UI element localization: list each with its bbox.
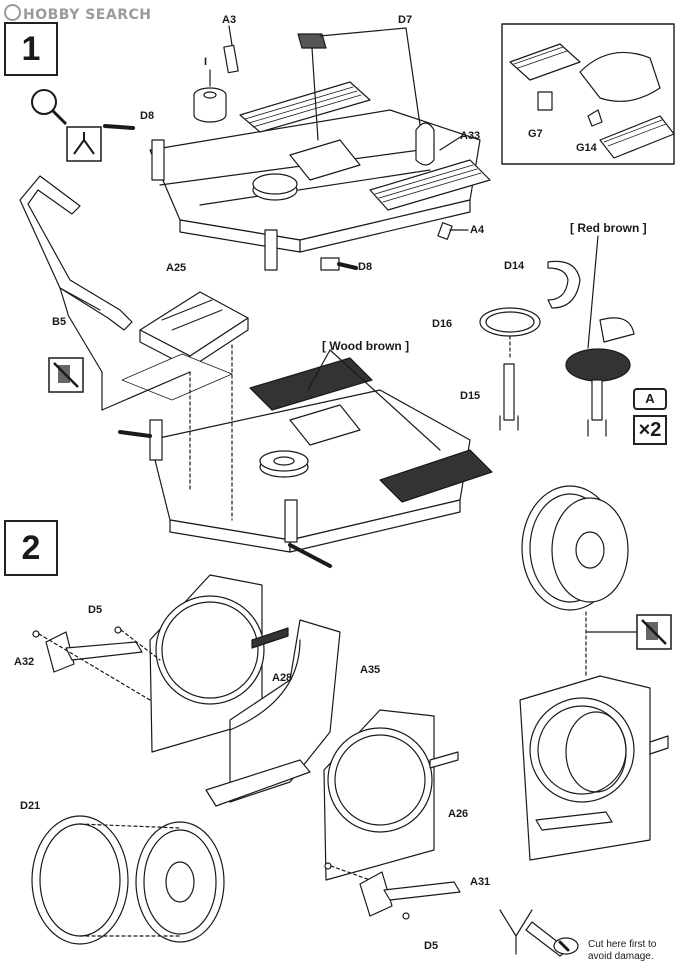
label-d8-bottom: D8 [358,261,373,273]
label-a4: A4 [470,224,485,236]
label-d7: D7 [398,14,413,26]
detail-inset-drawing [501,23,675,165]
label-a3: A3 [222,14,237,26]
no-glue-icon [48,357,84,393]
a32-bracket-drawing [32,626,161,701]
label-a35: A35 [360,664,381,676]
cutter-icon [66,126,102,162]
label-g7: G7 [528,128,543,140]
label-d8-top: D8 [140,110,155,122]
label-d16: D16 [432,318,453,330]
cut-note-line2: avoid damage. [588,951,654,962]
assembly-marker-a: A [633,388,667,410]
label-d5-top: D5 [88,604,103,616]
label-a25: A25 [166,262,187,274]
seat-parts-drawing [479,235,635,437]
label-a26: A26 [448,808,469,820]
label-d21: D21 [20,800,41,812]
label-a33: A33 [460,130,481,142]
assembled-wheel-unit-drawing [519,611,669,861]
label-a31: A31 [470,876,491,888]
paint-note-wood-brown: [ Wood brown ] [322,339,410,353]
label-a28: A28 [272,672,293,684]
cutter-detail-drawing [499,909,579,957]
label-d14: D14 [504,260,525,272]
brand-logo-icon [4,4,21,21]
label-d5-bottom: D5 [424,940,439,952]
label-g14: G14 [576,142,597,154]
watermark-brand: HOBBY SEARCH [4,4,151,23]
b5-arm-drawing [19,175,133,331]
no-glue-icon-step2 [636,614,672,650]
d21-wheels-drawing [31,815,225,945]
cut-note-line1: Cut here first to [588,939,657,950]
step-1-box: 1 [4,22,58,76]
paint-note-red-brown: [ Red brown ] [570,221,647,235]
label-b5: B5 [52,316,67,328]
a28-panel-drawing [149,574,289,753]
a26-panel-drawing [323,709,459,881]
label-a32: A32 [14,656,35,668]
quantity-multiplier: ×2 [633,415,667,445]
right-wheel-drawing [521,485,629,611]
a35-support-drawing [205,619,341,807]
step-2-box: 2 [4,520,58,576]
a25-plate-drawing [121,291,249,401]
a31-bracket-drawing [324,862,461,920]
lower-chassis-drawing [118,349,493,568]
upper-chassis-drawing [103,25,491,271]
label-i: I [204,56,208,68]
magnifier-detail-icon [31,89,68,126]
cut-note: Cut here first to avoid damage. [588,939,656,963]
label-d15: D15 [460,390,481,402]
